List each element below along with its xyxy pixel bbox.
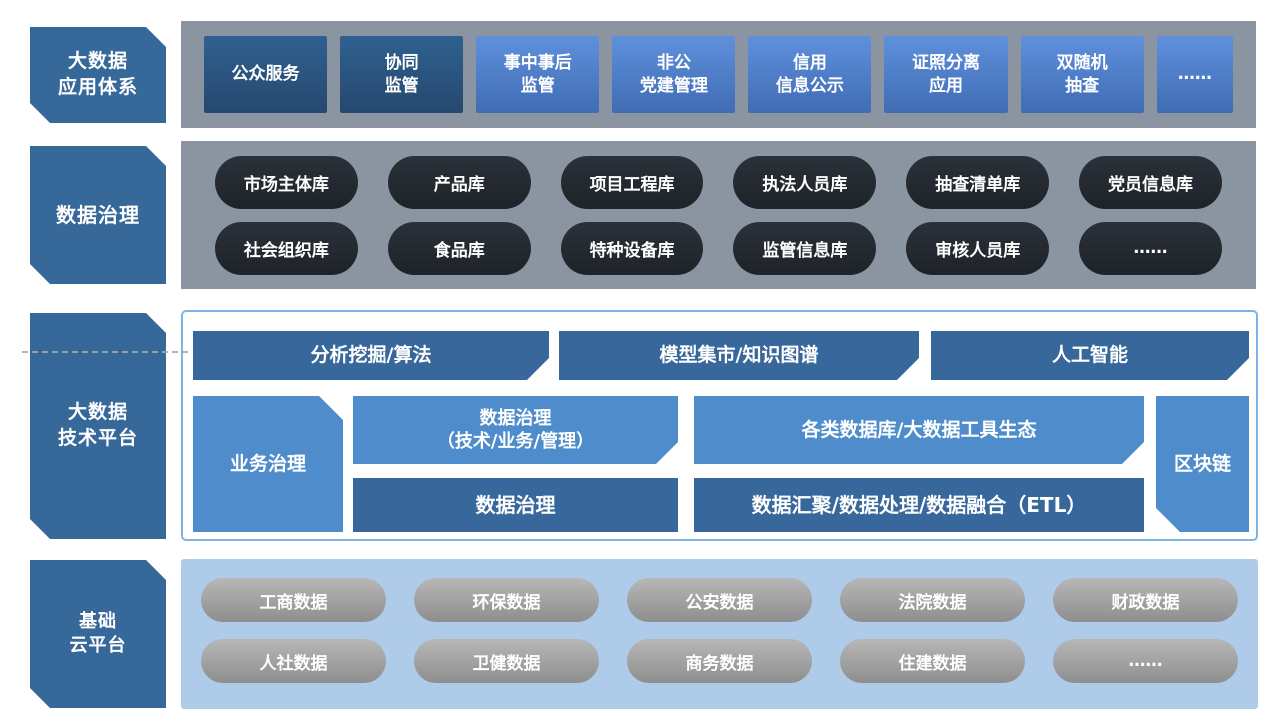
cloud-data-pill-more: …… xyxy=(1053,639,1238,683)
database-pill: 社会组织库 xyxy=(215,221,358,275)
database-pill: 食品库 xyxy=(387,221,531,275)
tech-box-database-ecosystem: 各类数据库/大数据工具生态 xyxy=(694,396,1144,464)
applications-panel: 公众服务 协同 监管 事中事后 监管 非公 党建管理 信用 信息公示 证照分离 … xyxy=(181,21,1256,128)
cloud-data-pill: 公安数据 xyxy=(627,578,812,622)
cloud-data-pill: 环保数据 xyxy=(414,578,599,622)
database-pill: 特种设备库 xyxy=(560,221,704,275)
cloud-row-1: 工商数据 环保数据 公安数据 法院数据 财政数据 xyxy=(201,578,1238,622)
cloud-data-pill: 卫健数据 xyxy=(414,639,599,683)
database-pill: 抽查清单库 xyxy=(906,155,1050,209)
governance-panel: 市场主体库 产品库 项目工程库 执法人员库 抽查清单库 党员信息库 社会组织库 … xyxy=(181,141,1256,289)
tech-box-blockchain: 区块链 xyxy=(1156,396,1249,532)
database-pill: 监管信息库 xyxy=(733,221,877,275)
tech-box-etl: 数据汇聚/数据处理/数据融合（ETL） xyxy=(694,478,1144,532)
cloud-data-pill: 人社数据 xyxy=(201,639,386,683)
app-box-collab-regulation: 协同 监管 xyxy=(340,36,464,113)
tech-box-analytics-mining: 分析挖掘/算法 xyxy=(193,331,549,380)
tech-box-data-governance: 数据治理 xyxy=(353,478,678,532)
cloud-data-pill: 财政数据 xyxy=(1053,578,1238,622)
database-pill-more: …… xyxy=(1079,221,1222,275)
tech-box-business-governance: 业务治理 xyxy=(193,396,343,532)
governance-row-2: 社会组织库 食品库 特种设备库 监管信息库 审核人员库 …… xyxy=(215,221,1222,275)
tech-box-model-market: 模型集市/知识图谱 xyxy=(559,331,919,380)
database-pill: 产品库 xyxy=(387,155,531,209)
database-pill: 执法人员库 xyxy=(733,155,877,209)
cloud-data-pill: 工商数据 xyxy=(201,578,386,622)
layer-label-governance: 数据治理 xyxy=(30,146,166,284)
dashed-connector xyxy=(22,351,188,353)
layer-label-cloud-platform: 基础 云平台 xyxy=(30,560,166,708)
database-pill: 项目工程库 xyxy=(560,155,704,209)
tech-platform-panel: 分析挖掘/算法 模型集市/知识图谱 人工智能 业务治理 数据治理 （技术/业务/… xyxy=(181,310,1258,541)
cloud-row-2: 人社数据 卫健数据 商务数据 住建数据 …… xyxy=(201,639,1238,683)
app-box-public-service: 公众服务 xyxy=(204,36,328,113)
app-box-double-random: 双随机 抽查 xyxy=(1020,36,1144,113)
layer-label-tech-platform: 大数据 技术平台 xyxy=(30,313,166,539)
app-box-more: …… xyxy=(1156,36,1233,113)
cloud-data-pill: 法院数据 xyxy=(840,578,1025,622)
cloud-platform-panel: 工商数据 环保数据 公安数据 法院数据 财政数据 人社数据 卫健数据 商务数据 … xyxy=(181,559,1258,709)
cloud-data-pill: 住建数据 xyxy=(840,639,1025,683)
database-pill: 党员信息库 xyxy=(1079,155,1222,209)
database-pill: 审核人员库 xyxy=(906,221,1050,275)
app-box-credit-info: 信用 信息公示 xyxy=(748,36,872,113)
tech-box-data-governance-detail: 数据治理 （技术/业务/管理） xyxy=(353,396,678,464)
app-box-during-after-regulation: 事中事后 监管 xyxy=(476,36,600,113)
tech-box-artificial-intelligence: 人工智能 xyxy=(931,331,1249,380)
layer-label-applications: 大数据 应用体系 xyxy=(30,27,166,123)
app-box-party-building: 非公 党建管理 xyxy=(612,36,736,113)
app-box-license-separation: 证照分离 应用 xyxy=(884,36,1008,113)
governance-row-1: 市场主体库 产品库 项目工程库 执法人员库 抽查清单库 党员信息库 xyxy=(215,155,1222,209)
database-pill: 市场主体库 xyxy=(215,155,358,209)
cloud-data-pill: 商务数据 xyxy=(627,639,812,683)
